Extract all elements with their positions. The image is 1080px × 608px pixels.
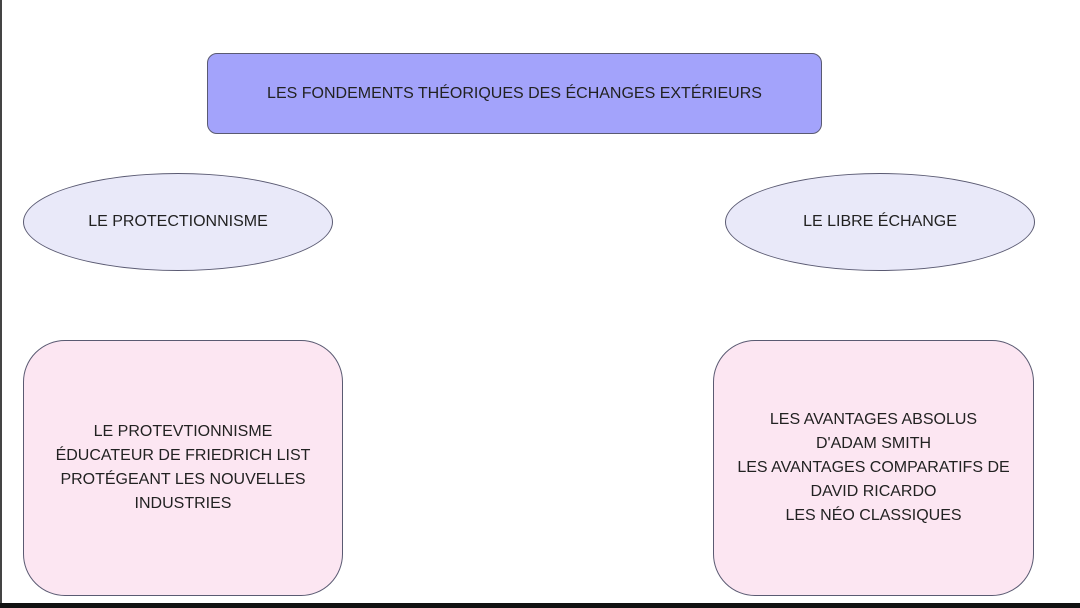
- detail-line: D'ADAM SMITH: [815, 435, 932, 452]
- libre-echange-label: LE LIBRE ÉCHANGE: [803, 213, 957, 230]
- libre-echange-details-box: LES AVANTAGES ABSOLUS D'ADAM SMITH LES A…: [713, 340, 1034, 596]
- left-border: [0, 0, 2, 603]
- detail-line: LES NÉO CLASSIQUES: [785, 507, 962, 524]
- protectionnisme-ellipse: LE PROTECTIONNISME: [23, 173, 333, 271]
- detail-line: INDUSTRIES: [134, 495, 232, 512]
- title-box: LES FONDEMENTS THÉORIQUES DES ÉCHANGES E…: [207, 53, 822, 134]
- libre-echange-ellipse: LE LIBRE ÉCHANGE: [725, 173, 1035, 271]
- detail-line: ÉDUCATEUR DE FRIEDRICH LIST: [55, 447, 311, 464]
- bottom-border: [0, 603, 1080, 608]
- detail-line: LES AVANTAGES ABSOLUS: [769, 411, 978, 428]
- detail-line: DAVID RICARDO: [810, 483, 937, 500]
- protectionnisme-details-box: LE PROTEVTIONNISME ÉDUCATEUR DE FRIEDRIC…: [23, 340, 343, 596]
- detail-line: PROTÉGEANT LES NOUVELLES: [60, 471, 306, 488]
- detail-line: LES AVANTAGES COMPARATIFS DE: [737, 459, 1010, 476]
- detail-line: LE PROTEVTIONNISME: [93, 423, 273, 440]
- title-text: LES FONDEMENTS THÉORIQUES DES ÉCHANGES E…: [267, 84, 762, 102]
- protectionnisme-label: LE PROTECTIONNISME: [88, 213, 268, 230]
